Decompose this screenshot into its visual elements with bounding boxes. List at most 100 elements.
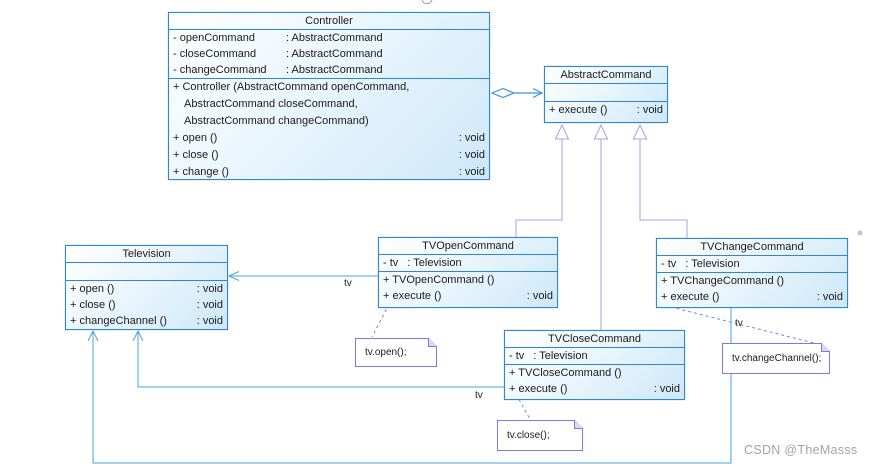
method-name: + execute ()	[383, 290, 442, 302]
note-text: tv.open();	[365, 347, 407, 358]
method-row: + changeChannel () : void	[66, 313, 227, 329]
attribute-row: - tv : Television	[505, 348, 684, 364]
method-row: + TVOpenCommand ()	[383, 274, 495, 286]
class-tv-close-command: TVCloseCommand - tv : Television + TVClo…	[504, 330, 685, 400]
class-controller: Controller - openCommand : AbstractComma…	[168, 12, 490, 180]
attributes-compartment: - tv : Television	[379, 255, 557, 272]
method-type: : void	[636, 104, 663, 116]
method-row: + change () : void	[169, 164, 489, 181]
open-arrowhead-icon	[87, 329, 99, 342]
method-row: AbstractCommand changeCommand)	[184, 115, 369, 127]
attribute-name: - tv	[509, 350, 525, 362]
method-name: + open ()	[173, 132, 218, 144]
class-tv-open-command: TVOpenCommand - tv : Television + TVOpen…	[378, 237, 558, 308]
note-tv-change: tv.changeChannel();	[722, 343, 830, 374]
note-tv-close: tv.close();	[497, 420, 583, 451]
method-name: + close ()	[173, 149, 219, 161]
note-fold-corner-icon	[428, 338, 437, 347]
association-edges	[87, 271, 732, 464]
methods-compartment: + TVCloseCommand () + execute () : void	[505, 365, 684, 397]
attribute-type: : AbstractCommand	[286, 48, 383, 60]
method-type: : void	[458, 166, 485, 178]
open-arrowhead-icon	[132, 329, 144, 342]
open-arrowhead-icon	[532, 87, 544, 99]
attribute-name: - closeCommand	[173, 48, 257, 60]
association-label-tv-change: tv	[735, 318, 743, 329]
method-row: AbstractCommand closeCommand,	[184, 98, 358, 110]
method-type: : void	[458, 149, 485, 161]
class-tv-change-command: TVChangeCommand - tv : Television + TVCh…	[656, 238, 848, 308]
method-name: + change ()	[173, 166, 229, 178]
attribute-row: - closeCommand : AbstractCommand	[169, 46, 489, 62]
method-row: + open () : void	[66, 281, 227, 297]
triangle-arrowhead-icon	[554, 123, 570, 140]
note-fold-corner-icon	[574, 420, 583, 429]
method-type: : void	[196, 315, 223, 327]
attributes-compartment: - tv : Television	[657, 256, 847, 273]
method-type: : void	[816, 291, 843, 303]
method-type: : void	[458, 132, 485, 144]
triangle-arrowhead-icon	[593, 123, 609, 140]
method-row: + close () : void	[66, 297, 227, 313]
generalization-edges	[515, 123, 688, 330]
method-row: + execute () : void	[505, 381, 684, 397]
method-name: + open ()	[70, 283, 115, 295]
methods-compartment: + TVOpenCommand () + execute () : void	[379, 272, 557, 304]
aggregation-diamond-icon	[490, 87, 516, 99]
attribute-type: : AbstractCommand	[286, 32, 383, 44]
method-type: : void	[196, 283, 223, 295]
aggregation-edge	[490, 87, 544, 99]
triangle-arrowhead-icon	[632, 123, 648, 140]
methods-compartment: + open () : void + close () : void + cha…	[66, 281, 227, 329]
class-title: TVChangeCommand	[657, 239, 847, 256]
method-row: + open () : void	[169, 130, 489, 147]
attribute-type: : Television	[685, 258, 740, 270]
bullet-dot-artifact	[857, 230, 863, 236]
attribute-row: - tv : Television	[657, 256, 847, 272]
attribute-type: : Television	[533, 350, 588, 362]
attribute-type: : AbstractCommand	[286, 64, 383, 76]
attribute-name: - tv	[383, 257, 399, 269]
attributes-compartment	[545, 84, 667, 102]
class-title: TVOpenCommand	[379, 238, 557, 255]
methods-compartment: + execute () : void	[545, 102, 667, 119]
class-title: Television	[66, 246, 227, 263]
open-arrowhead-icon	[227, 271, 240, 281]
attribute-row: - openCommand : AbstractCommand	[169, 30, 489, 46]
class-title: TVCloseCommand	[505, 331, 684, 348]
method-name: + changeChannel ()	[70, 315, 167, 327]
method-name: + execute ()	[509, 383, 568, 395]
methods-compartment: + TVChangeCommand () + execute () : void	[657, 273, 847, 305]
attribute-row: - changeCommand : AbstractCommand	[169, 62, 489, 78]
class-title: Controller	[169, 13, 489, 30]
method-type: : void	[526, 290, 553, 302]
method-row: + TVCloseCommand ()	[509, 367, 622, 379]
note-tv-open: tv.open();	[355, 338, 437, 367]
note-fold-corner-icon	[821, 343, 830, 352]
method-row: + Controller (AbstractCommand openComman…	[173, 81, 410, 93]
note-text: tv.changeChannel();	[732, 353, 822, 364]
attribute-name: - tv	[661, 258, 677, 270]
attribute-name: - changeCommand	[173, 64, 267, 76]
class-title: AbstractCommand	[545, 67, 667, 84]
association-label-tv-close: tv	[475, 390, 483, 401]
attributes-compartment: - openCommand : AbstractCommand - closeC…	[169, 30, 489, 79]
method-type: : void	[653, 383, 680, 395]
method-type: : void	[196, 299, 223, 311]
method-row: + TVChangeCommand ()	[661, 275, 784, 287]
cropped-glyph-artifact	[421, 0, 433, 5]
method-row: + execute () : void	[379, 288, 557, 304]
csdn-watermark: CSDN @TheMasss	[744, 443, 858, 457]
attributes-compartment: - tv : Television	[505, 348, 684, 365]
note-link-edges	[371, 303, 815, 420]
attribute-type: : Television	[407, 257, 462, 269]
class-abstract-command: AbstractCommand + execute () : void	[544, 66, 668, 123]
method-row: + execute () : void	[545, 102, 667, 119]
method-name: + close ()	[70, 299, 116, 311]
attribute-name: - openCommand	[173, 32, 255, 44]
association-label-tv-open: tv	[344, 278, 352, 289]
attributes-compartment	[66, 263, 227, 281]
note-text: tv.close();	[507, 430, 550, 441]
